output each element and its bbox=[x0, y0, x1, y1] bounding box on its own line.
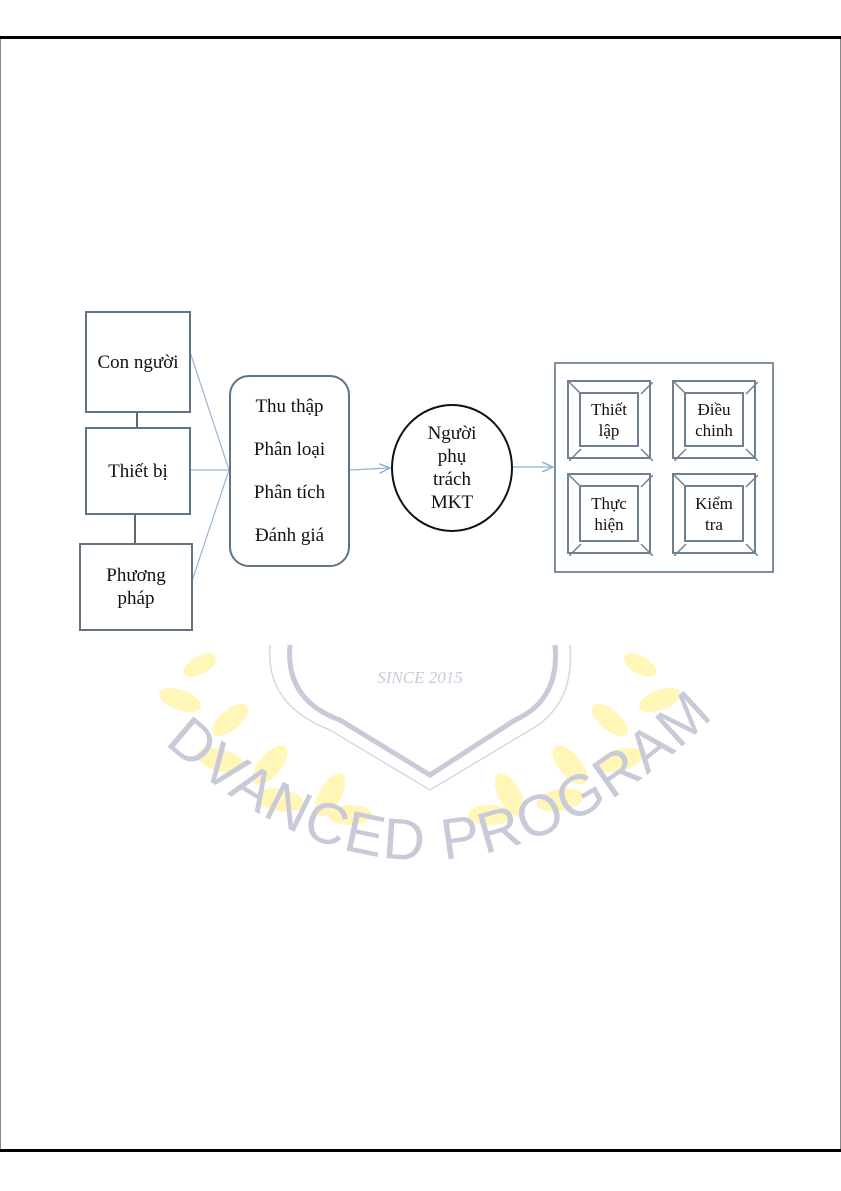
source-box-people: Con người bbox=[85, 311, 191, 413]
page-left-edge bbox=[0, 39, 1, 1149]
function-label: tra bbox=[705, 514, 723, 534]
watermark-since: SINCE 2015 bbox=[377, 668, 462, 687]
center-line: Người bbox=[427, 423, 477, 444]
center-line: MKT bbox=[430, 492, 474, 513]
functions-container bbox=[554, 362, 774, 573]
merge-line bbox=[191, 469, 230, 582]
source-label: Phương pháp bbox=[106, 565, 166, 609]
function-label: Thực bbox=[591, 493, 627, 513]
source-label: Con người bbox=[97, 351, 179, 373]
arrow-to-center bbox=[349, 468, 390, 470]
process-step: Phân loại bbox=[253, 438, 326, 460]
function-label: hiện bbox=[594, 514, 624, 534]
function-label: chinh bbox=[695, 420, 733, 440]
source-box-equipment: Thiết bị bbox=[85, 427, 191, 515]
source-label: Thiết bị bbox=[108, 460, 168, 482]
process-box: Thu thập Phân loại Phân tích Đánh giá bbox=[229, 375, 350, 567]
center-line: phụ bbox=[437, 446, 467, 467]
process-step: Đánh giá bbox=[254, 524, 325, 546]
center-node-label: Người phụ trách MKT bbox=[428, 422, 477, 514]
process-step: Thu thập bbox=[255, 395, 324, 417]
function-label: Điều bbox=[697, 399, 731, 419]
page-top-rule bbox=[0, 36, 841, 39]
function-label: Kiểm bbox=[695, 493, 733, 513]
function-label: lập bbox=[598, 420, 620, 440]
merge-line bbox=[189, 351, 230, 471]
source-box-method: Phương pháp bbox=[79, 543, 193, 631]
page-bottom-rule bbox=[0, 1149, 841, 1152]
center-line: trách bbox=[433, 469, 471, 490]
center-node: Người phụ trách MKT bbox=[391, 404, 513, 532]
process-step: Phân tích bbox=[253, 481, 326, 503]
function-label: Thiết bbox=[591, 399, 627, 419]
